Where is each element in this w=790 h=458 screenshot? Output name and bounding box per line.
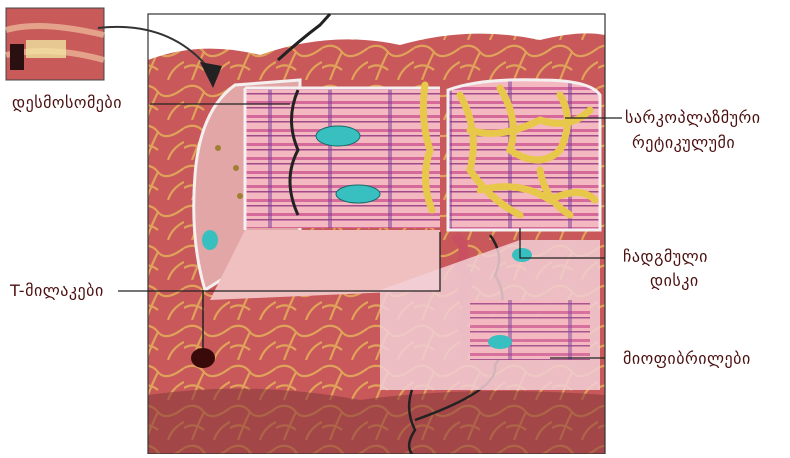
- mitochondrion: [336, 185, 380, 203]
- micrograph-inset: [6, 8, 104, 80]
- mitochondrion: [202, 230, 218, 250]
- label-myofibrils: მიოფიბრილები: [623, 350, 751, 368]
- label-intercalated-disc-line1: ჩადგმული: [623, 248, 708, 266]
- mitochondrion: [316, 126, 360, 146]
- label-sarcoplasmic-reticulum-line2: რეტიკულუმი: [632, 134, 735, 152]
- label-sarcoplasmic-reticulum-line1: სარკოპლაზმური: [625, 109, 760, 127]
- label-desmosomes: დესმოსომები: [12, 94, 122, 112]
- label-intercalated-disc-line2: დისკი: [650, 272, 699, 290]
- label-t-tubules: T-მილაკები: [10, 282, 104, 300]
